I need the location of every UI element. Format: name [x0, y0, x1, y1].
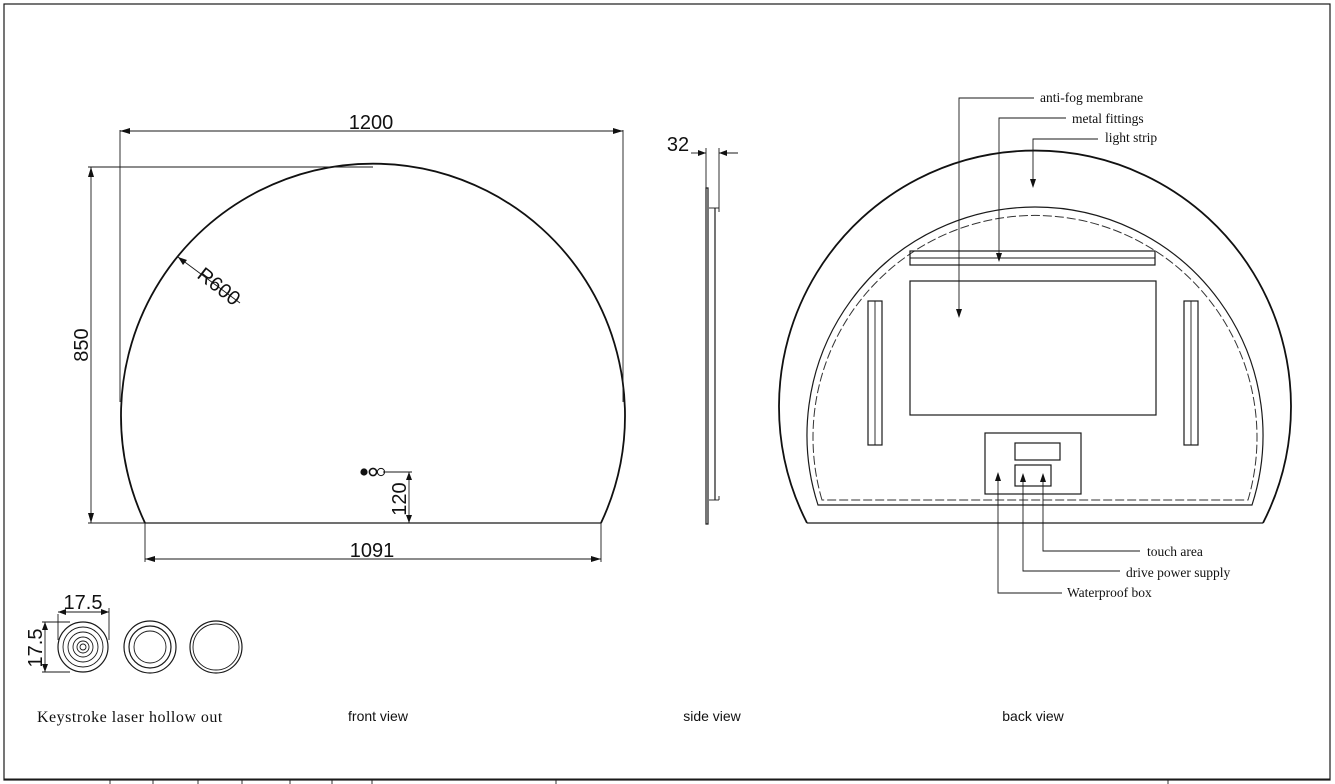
button-offset-dimension: 120 — [383, 471, 412, 523]
top-callouts: anti-fog membrane metal fittings light s… — [956, 90, 1157, 318]
radius-dim-label: R600 — [193, 264, 244, 311]
keystroke-width-label: 17.5 — [64, 592, 103, 614]
back-view: anti-fog membrane metal fittings light s… — [778, 90, 1292, 724]
touch-area-label: touch area — [1147, 544, 1203, 559]
side-view-caption: side view — [683, 708, 741, 724]
keystroke-button-3 — [189, 620, 243, 674]
title-block-strip — [4, 778, 1330, 784]
drive-power-label: drive power supply — [1126, 565, 1230, 580]
button-offset-dim-label: 120 — [389, 482, 411, 515]
keystroke-button-1 — [57, 621, 109, 673]
width-dim-label: 1200 — [349, 112, 394, 134]
back-inner-frame — [806, 206, 1264, 506]
keystroke-button-2 — [123, 620, 177, 674]
front-view-caption: front view — [348, 708, 409, 724]
keystroke-height-dimension: 17.5 — [25, 621, 70, 673]
touch-area-module — [1014, 442, 1061, 461]
side-glass-panel — [705, 187, 709, 525]
metal-fittings-label: metal fittings — [1072, 111, 1144, 126]
thickness-dimension: 32 — [667, 134, 738, 208]
keystroke-height-label: 17.5 — [25, 629, 47, 668]
waterproof-box-label: Waterproof box — [1067, 585, 1152, 600]
back-view-caption: back view — [1002, 708, 1064, 724]
radius-callout: R600 — [177, 256, 244, 311]
front-view: 1200 850 R600 1091 — [71, 112, 626, 724]
light-strip-label: light strip — [1105, 130, 1157, 145]
height-dim-label: 850 — [71, 328, 93, 361]
anti-fog-label: anti-fog membrane — [1040, 90, 1143, 105]
bottom-callouts: touch area drive power supply Waterproof… — [995, 472, 1230, 600]
keystroke-detail: 17.5 17.5 Keystroke laser hollow out — [25, 592, 243, 726]
waterproof-box — [984, 432, 1082, 495]
side-view: 32 side view — [667, 134, 742, 724]
height-dimension: 850 — [71, 166, 373, 524]
bottom-width-dimension: 1091 — [144, 523, 602, 562]
light-strip-path — [812, 215, 1258, 501]
width-dimension: 1200 — [119, 112, 624, 402]
keystroke-width-dimension: 17.5 — [57, 592, 110, 640]
front-touch-buttons — [360, 467, 386, 477]
keystroke-caption: Keystroke laser hollow out — [37, 709, 223, 726]
bottom-width-dim-label: 1091 — [350, 540, 395, 562]
sheet-border — [3, 3, 1331, 781]
back-outline — [778, 149, 1292, 524]
anti-fog-membrane — [909, 280, 1157, 416]
thickness-dim-label: 32 — [667, 134, 689, 156]
mirror-outline — [120, 162, 626, 524]
drive-power-module — [1014, 464, 1052, 487]
